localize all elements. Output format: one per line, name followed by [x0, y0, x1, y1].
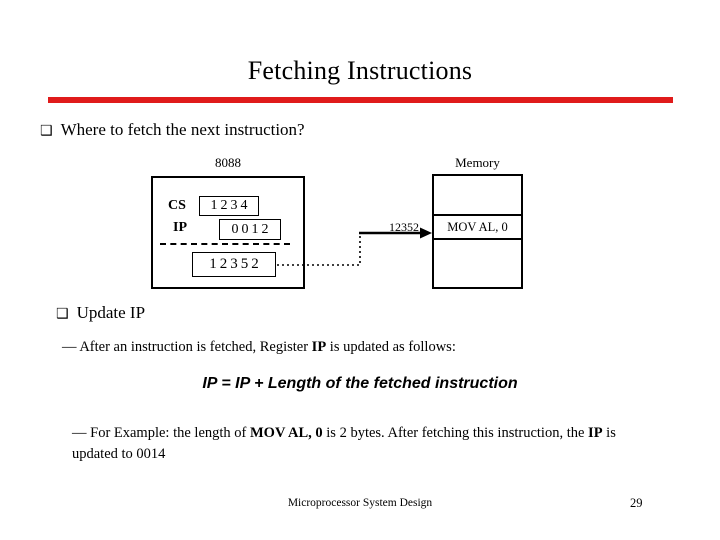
ip-register-value: 0012 — [219, 219, 281, 240]
square-bullet-icon: ❑ — [56, 306, 69, 322]
cpu-box-title: 8088 — [215, 155, 241, 170]
bullet-label-where-to-fetch: Where to fetch the next instruction? — [60, 120, 305, 139]
footer-page-number: 29 — [630, 496, 643, 510]
computed-address-value: 12352 — [192, 252, 276, 277]
footer-title: Microprocessor System Design — [287, 497, 433, 509]
example-text-a: For Example: the length of — [90, 425, 250, 441]
ip-register-label: IP — [173, 220, 187, 235]
adder-separator-line — [160, 243, 290, 245]
example-text-b: is 2 bytes. After fetching this instruct… — [322, 425, 589, 441]
memory-box-title: Memory — [455, 155, 500, 170]
bullet-item-where-to-fetch: ❑ Where to fetch the next instruction? — [40, 120, 305, 140]
bullet-item-update-ip: ❑ Update IP — [56, 303, 145, 323]
sub-point-text-b: is updated as follows: — [326, 339, 456, 355]
square-bullet-icon: ❑ — [40, 123, 53, 139]
em-dash-prefix: — — [62, 339, 80, 355]
bullet-label-update-ip: Update IP — [76, 303, 146, 322]
sub-point-example: — For Example: the length of MOV AL, 0 i… — [72, 423, 662, 465]
memory-cell — [434, 176, 521, 216]
cs-register-value: 1234 — [199, 196, 259, 216]
example-bold-instruction: MOV AL, 0 — [250, 425, 323, 441]
memory-cell-instruction: MOV AL, 0 — [434, 216, 521, 240]
ip-update-formula: IP = IP + Length of the fetched instruct… — [202, 375, 518, 392]
memory-cell — [434, 240, 521, 287]
em-dash-prefix: — — [72, 425, 91, 441]
cs-register-label: CS — [168, 198, 186, 213]
example-bold-ip: IP — [588, 425, 603, 441]
sub-point-text-a: After an instruction is fetched, Registe… — [79, 339, 312, 355]
memory-box: MOV AL, 0 — [432, 174, 523, 289]
sub-point-update-rule: — After an instruction is fetched, Regis… — [62, 339, 456, 356]
sub-point-bold-ip: IP — [311, 339, 327, 355]
cpu-box-8088 — [151, 176, 305, 289]
title-divider-rule — [48, 97, 673, 103]
example-text-c: is updated to 0014 — [72, 425, 616, 463]
address-bus-label: 12352 — [389, 220, 419, 234]
page-title: Fetching Instructions — [247, 56, 473, 85]
